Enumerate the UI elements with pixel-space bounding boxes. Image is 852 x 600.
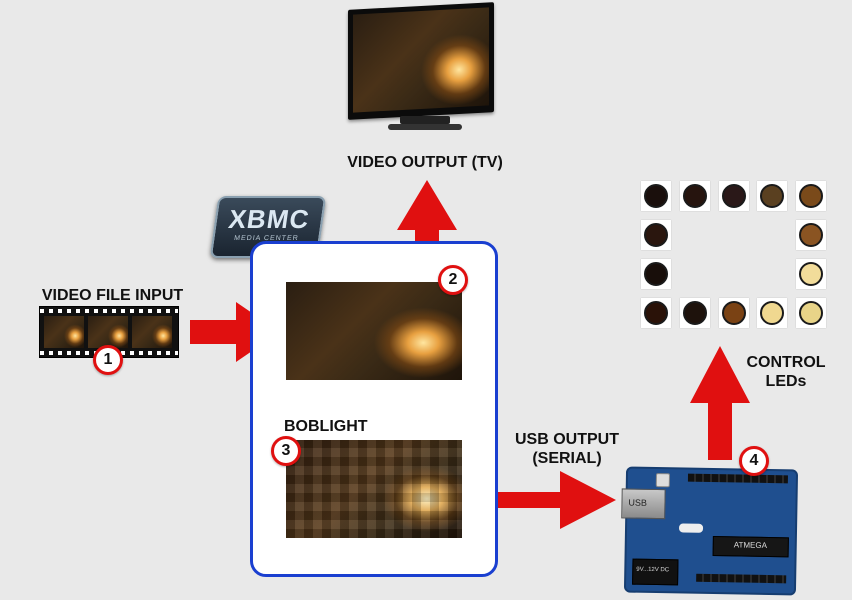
led-light — [799, 301, 823, 325]
led-light — [683, 301, 707, 325]
led-cell — [641, 220, 671, 250]
chip-label: ATMEGA — [733, 540, 768, 550]
led-cell — [641, 181, 671, 211]
arduino-board: USB 9V...12V DC ATMEGA — [621, 466, 799, 596]
film-frame-3 — [132, 316, 172, 348]
power-jack: 9V...12V DC — [632, 558, 679, 586]
led-cell — [796, 220, 826, 250]
led-light — [799, 184, 823, 208]
step-badge-4: 4 — [739, 446, 769, 476]
film-frame-2 — [88, 316, 128, 348]
usb-output-label: USB OUTPUT (SERIAL) — [497, 430, 637, 468]
video-output-label: VIDEO OUTPUT (TV) — [347, 154, 503, 171]
boblight-label: BOBLIGHT — [284, 418, 368, 435]
film-frame-1 — [44, 316, 84, 348]
led-cell — [796, 259, 826, 289]
led-light — [799, 223, 823, 247]
usb-output-line1: USB OUTPUT — [515, 431, 619, 448]
boblight-pixelated-image — [286, 440, 462, 538]
led-cell — [719, 298, 749, 328]
reset-button — [655, 473, 671, 488]
usb-output-line2: (SERIAL) — [532, 450, 602, 467]
arrow-to-tv — [397, 180, 457, 265]
led-cell — [641, 259, 671, 289]
led-light — [683, 184, 707, 208]
xbmc-logo-text: XBMC — [226, 204, 312, 234]
usb-port: USB — [621, 488, 666, 520]
led-light — [644, 223, 668, 247]
tv-stand-base — [388, 124, 462, 130]
led-cell — [680, 181, 710, 211]
step-badge-2: 2 — [438, 265, 468, 295]
step-badge-3: 3 — [271, 436, 301, 466]
led-light — [644, 301, 668, 325]
microcontroller-chip: ATMEGA — [712, 536, 789, 558]
header-pins-top — [687, 473, 788, 484]
led-cell — [757, 298, 787, 328]
led-light — [722, 301, 746, 325]
film-strip — [39, 306, 179, 358]
led-light — [760, 184, 784, 208]
led-cell — [796, 181, 826, 211]
arrow-to-leds — [690, 346, 750, 460]
playback-frame-image — [286, 282, 462, 380]
led-cell — [796, 298, 826, 328]
control-leds-line2: LEDs — [765, 373, 807, 390]
crystal — [678, 523, 704, 533]
led-light — [722, 184, 746, 208]
led-cell — [719, 181, 749, 211]
led-light — [799, 262, 823, 286]
control-leds-line1: CONTROL — [746, 354, 826, 371]
tv-display — [348, 2, 494, 132]
led-light — [644, 184, 668, 208]
led-cell — [641, 298, 671, 328]
led-light — [644, 262, 668, 286]
led-cell — [757, 181, 787, 211]
led-cell — [680, 298, 710, 328]
step-badge-1: 1 — [93, 345, 123, 375]
tv-stand — [400, 116, 450, 124]
arrow-usb-output — [484, 471, 616, 529]
control-leds-label: CONTROL LEDs — [733, 353, 839, 391]
power-jack-label: 9V...12V DC — [636, 566, 670, 574]
header-pins-bottom — [696, 573, 787, 584]
usb-port-label: USB — [628, 497, 648, 508]
video-file-input-label: VIDEO FILE INPUT — [41, 287, 184, 304]
led-light — [760, 301, 784, 325]
